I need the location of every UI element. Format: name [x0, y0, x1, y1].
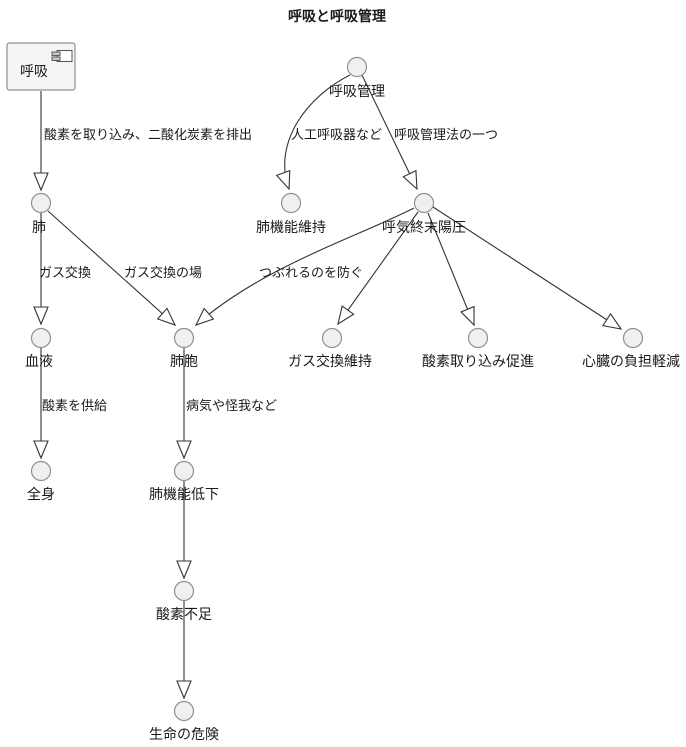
node-lung-label: 肺 — [32, 220, 46, 236]
node-lung-function-maintain-label: 肺機能維持 — [256, 220, 326, 236]
node-alveoli-label: 肺胞 — [170, 354, 198, 370]
component-icon-tab-bottom — [51, 56, 61, 61]
component-node-breathing: 呼吸 — [6, 42, 76, 91]
component-node-label: 呼吸 — [20, 64, 48, 80]
diagram-title: 呼吸と呼吸管理 — [288, 8, 386, 25]
node-blood-circle — [30, 327, 52, 349]
node-life-danger-label: 生命の危険 — [149, 726, 219, 743]
node-oxygen-deficiency-label: 酸素不足 — [156, 607, 212, 623]
edge-label-intake-exhaust: 酸素を取り込み、二酸化炭素を排出 — [44, 128, 252, 143]
node-whole-body-label: 全身 — [27, 486, 55, 503]
edge-mgmt-to-peep — [361, 74, 418, 191]
edge-label-disease-injury: 病気や怪我など — [186, 398, 277, 414]
node-lung: 肺 — [30, 192, 52, 236]
edge-lung-to-alveoli — [47, 210, 177, 326]
edge-label-oxygen-supply: 酸素を供給 — [42, 399, 107, 414]
node-life-danger: 生命の危険 — [149, 700, 219, 743]
node-blood-label: 血液 — [25, 354, 53, 370]
node-lung-function-decline-label: 肺機能低下 — [149, 487, 219, 503]
node-oxygen-uptake-promotion-circle — [467, 327, 489, 349]
node-gas-exchange-maintain: ガス交換維持 — [288, 327, 372, 370]
edge-label-gas-exchange: ガス交換 — [39, 265, 91, 281]
node-oxygen-uptake-promotion: 酸素取り込み促進 — [422, 327, 534, 370]
node-whole-body: 全身 — [27, 460, 55, 503]
component-icon-body — [56, 50, 73, 62]
component-icon-tab-top — [51, 51, 61, 56]
node-oxygen-deficiency-circle — [173, 580, 195, 602]
edge-label-mgmt-method: 呼吸管理法の一つ — [394, 128, 498, 143]
edge-peep-to-alveoli — [194, 207, 415, 326]
node-heart-burden-reduction-label: 心臓の負担軽減 — [582, 353, 680, 370]
node-breathing-mgmt-circle — [346, 56, 368, 78]
node-lung-function-maintain-circle — [280, 192, 302, 214]
node-peep-label: 呼気終末陽圧 — [382, 220, 466, 236]
edge-peep-to-heart-burden-reduction — [432, 206, 623, 330]
node-heart-burden-reduction-circle — [622, 327, 644, 349]
node-whole-body-circle — [30, 460, 52, 482]
node-blood: 血液 — [25, 327, 53, 370]
node-alveoli-circle — [173, 327, 195, 349]
node-peep-circle — [413, 192, 435, 214]
node-heart-burden-reduction: 心臓の負担軽減 — [582, 327, 680, 370]
component-icon — [51, 50, 73, 62]
edge-label-ventilator: 人工呼吸器など — [291, 128, 382, 143]
node-life-danger-circle — [173, 700, 195, 722]
node-breathing-mgmt-label: 呼吸管理 — [329, 84, 385, 100]
node-lung-circle — [30, 192, 52, 214]
node-oxygen-deficiency: 酸素不足 — [156, 580, 212, 623]
node-lung-function-maintain: 肺機能維持 — [256, 192, 326, 236]
node-alveoli: 肺胞 — [170, 327, 198, 370]
edge-label-prevent-collapse: つぶれるのを防ぐ — [259, 265, 363, 281]
node-gas-exchange-maintain-label: ガス交換維持 — [288, 353, 372, 370]
node-gas-exchange-maintain-circle — [321, 327, 343, 349]
node-lung-function-decline-circle — [173, 460, 195, 482]
edge-label-gas-exchange-place: ガス交換の場 — [124, 265, 202, 281]
node-breathing-mgmt: 呼吸管理 — [329, 56, 385, 100]
node-peep: 呼気終末陽圧 — [382, 192, 466, 236]
edge-mgmt-to-lung-function-maintain — [275, 74, 351, 191]
edge-peep-to-gas-exchange-maintain — [337, 211, 419, 326]
edge-peep-to-oxygen-uptake-promotion — [427, 212, 475, 327]
node-oxygen-uptake-promotion-label: 酸素取り込み促進 — [422, 354, 534, 370]
node-lung-function-decline: 肺機能低下 — [149, 460, 219, 503]
